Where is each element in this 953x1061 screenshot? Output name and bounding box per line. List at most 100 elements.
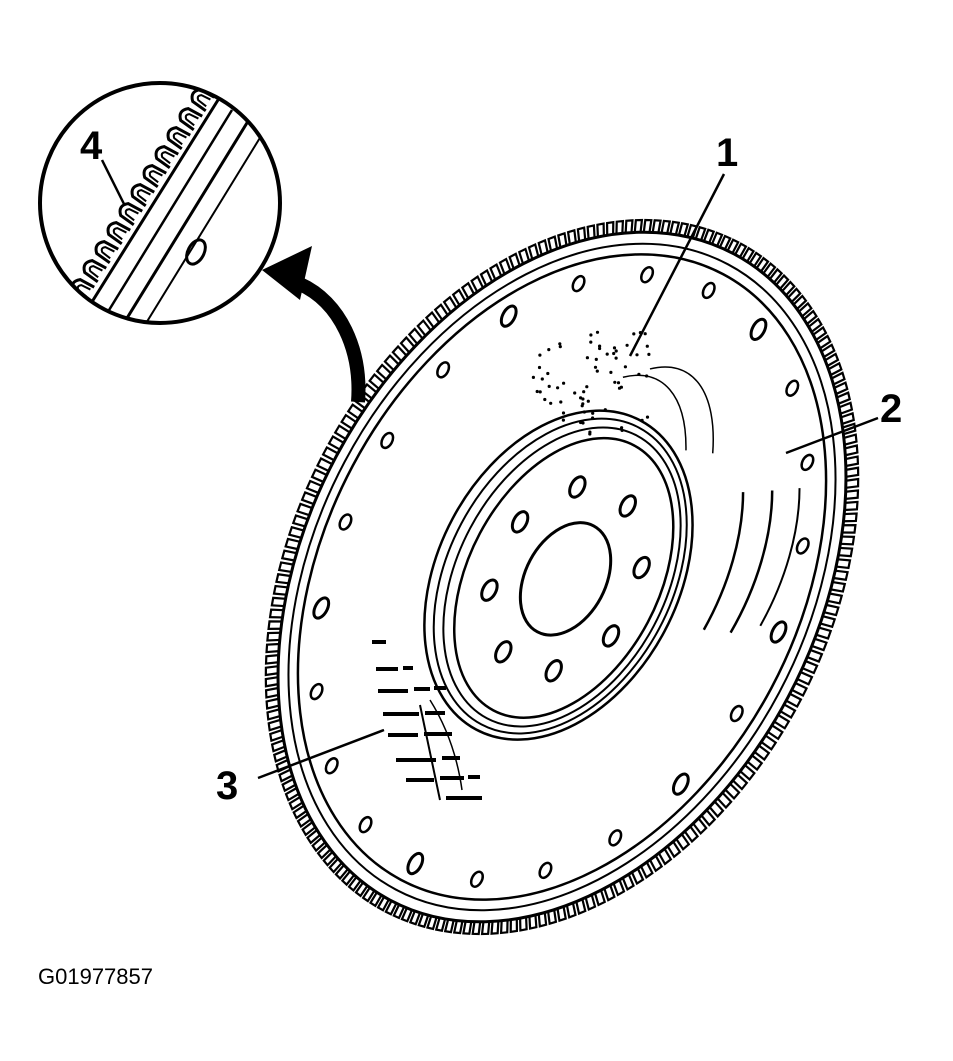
balance-dot (589, 333, 593, 337)
detail-tooth (82, 259, 107, 284)
balance-dot (605, 352, 609, 356)
gear-tooth (281, 777, 297, 793)
gear-tooth (830, 581, 847, 593)
balance-dot (585, 356, 590, 360)
gear-tooth (272, 584, 289, 596)
gear-tooth (833, 569, 849, 581)
gear-tooth (815, 626, 833, 640)
gear-tooth (354, 881, 369, 898)
gear-tooth (755, 256, 770, 273)
gear-tooth (823, 603, 840, 617)
detail-tooth (166, 126, 191, 151)
balance-dot (594, 357, 598, 361)
gear-tooth (278, 768, 293, 783)
gear-tooth (806, 648, 824, 663)
gear-tooth (833, 381, 849, 396)
gear-tooth (726, 238, 740, 254)
gear-tooth (383, 353, 400, 372)
bolt-hole (571, 274, 586, 293)
gear-tooth (630, 867, 645, 886)
bolt-hole (380, 431, 395, 450)
gear-tooth (277, 561, 294, 573)
gear-tooth (557, 231, 568, 248)
crank-bolt-hole (494, 640, 513, 664)
crank-bolt-hole (632, 555, 651, 580)
balance-dot (643, 332, 647, 336)
gear-tooth (400, 907, 413, 923)
bolt-hole (749, 317, 768, 341)
gear-tooth (651, 219, 662, 233)
surface-arc-3 (702, 492, 745, 631)
bolt-hole (324, 757, 339, 775)
balance-dot (561, 418, 566, 422)
balance-dot (562, 381, 566, 385)
gear-tooth (791, 681, 809, 697)
balance-dot (586, 399, 590, 403)
gear-tooth (284, 537, 301, 551)
gear-tooth (692, 817, 708, 836)
gear-tooth (460, 281, 476, 299)
gear-tooth (306, 829, 321, 845)
gear-tooth (831, 371, 846, 386)
balance-dot (549, 401, 553, 405)
bolt-hole (338, 513, 353, 531)
leader-3 (257, 728, 385, 780)
gear-tooth (384, 900, 398, 916)
gear-tooth (270, 596, 286, 608)
gear-tooth (675, 833, 691, 851)
gear-tooth (434, 917, 447, 932)
surface-arc-1 (622, 374, 687, 451)
bolt-hole (729, 704, 744, 723)
gear-tooth (519, 916, 528, 932)
gear-tooth (408, 910, 422, 926)
balance-dot (581, 397, 585, 401)
center-bore (518, 521, 613, 637)
balance-dot (538, 353, 542, 357)
gear-tooth (321, 445, 339, 462)
detail-tooth (130, 183, 155, 208)
gear-tooth (508, 252, 521, 270)
gear-tooth (509, 918, 519, 934)
gear-tooth (340, 413, 357, 430)
balance-dot (573, 391, 577, 395)
figure-id: G01977857 (38, 964, 153, 989)
gear-tooth (605, 220, 615, 236)
gear-tooth (489, 262, 503, 281)
gear-tooth (748, 251, 763, 268)
gear-tooth (779, 703, 797, 720)
gear-tooth (471, 921, 482, 936)
gear-tooth (798, 301, 813, 318)
gear-tooth (310, 468, 328, 483)
gear-tooth (268, 608, 284, 619)
gear-tooth (275, 573, 291, 585)
gear-tooth (615, 219, 625, 234)
gear-tooth (811, 637, 828, 652)
hub-ring-1 (452, 436, 675, 719)
gear-tooth (773, 714, 791, 730)
balance-dot (619, 385, 624, 389)
crank-bolt-hole (544, 659, 563, 683)
balance-marks (531, 330, 651, 436)
gear-tooth (624, 219, 634, 234)
balance-dot (647, 352, 651, 356)
crank-bolt-hole (568, 475, 587, 499)
leader-2 (785, 416, 879, 455)
gear-tooth (700, 809, 717, 827)
gear-tooth (835, 558, 852, 570)
gear-tooth (451, 288, 467, 306)
gear-tooth (603, 884, 616, 902)
gear-tooth (612, 879, 626, 897)
crank-bolt-hole (618, 494, 637, 518)
bolt-hole (608, 829, 623, 847)
balance-dot (540, 377, 544, 381)
gear-tooth (593, 889, 607, 907)
gear-tooth (840, 535, 856, 546)
balance-dot (558, 342, 562, 346)
gear-tooth (838, 401, 854, 415)
balance-dot (556, 386, 560, 390)
gear-tooth (584, 894, 597, 912)
gear-tooth (375, 363, 392, 381)
gear-tooth (288, 795, 304, 811)
balance-dot (595, 330, 600, 334)
